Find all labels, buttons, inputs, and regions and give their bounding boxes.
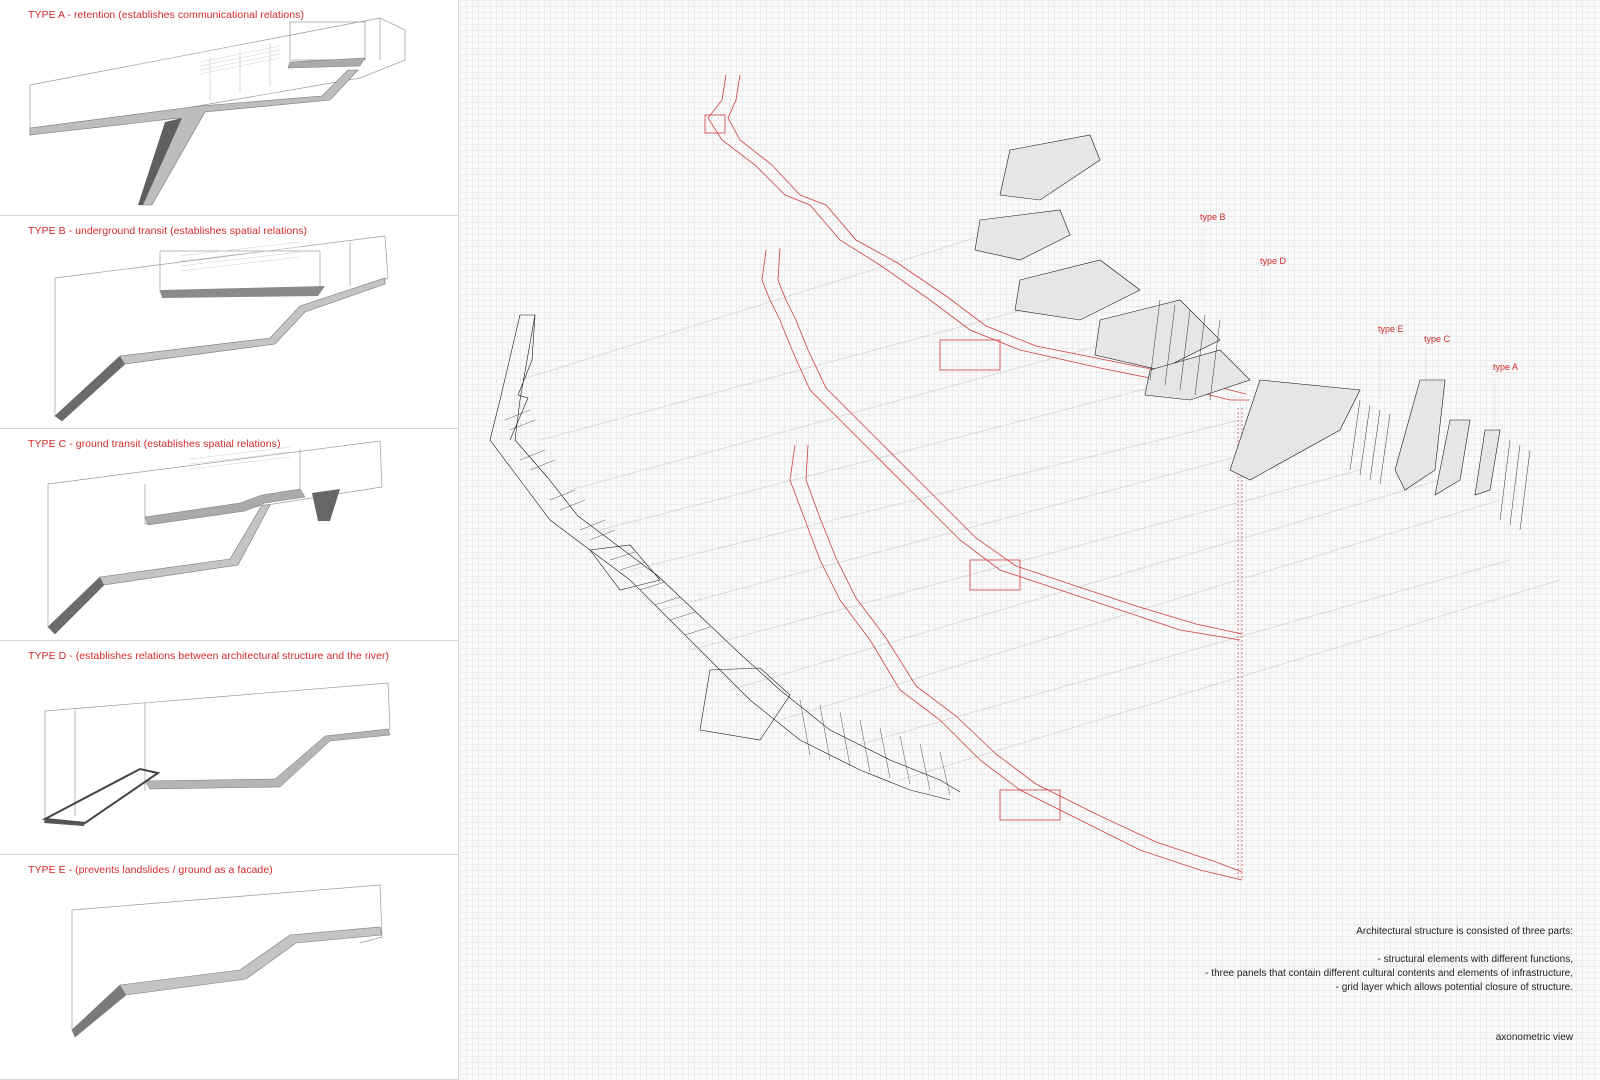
panel-type-c: TYPE C - ground transit (establishes spa… [0, 429, 459, 641]
type-a-label: type A [1493, 362, 1519, 372]
panel-type-e-title: TYPE E - (prevents landslides / ground a… [28, 864, 273, 876]
panel-type-e-drawing [71, 884, 383, 1038]
type-b-label: type B [1200, 212, 1226, 222]
structure-ribbon [489, 314, 961, 801]
description-block: Architectural structure is consisted of … [1053, 925, 1573, 995]
exploded-elements [974, 134, 1501, 496]
panel-type-b-drawing [54, 235, 389, 422]
type-d-label: type D [1260, 256, 1287, 266]
panel-type-a-title: TYPE A - retention (establishes communic… [28, 9, 305, 21]
panel-type-d-title: TYPE D - (establishes relations between … [28, 650, 390, 662]
type-e-label: type E [1378, 324, 1404, 334]
axonometric-drawing [489, 74, 1561, 881]
panel-type-c-drawing [47, 440, 383, 635]
ribbon-ribs [504, 409, 951, 796]
projection-lines [519, 229, 1561, 781]
type-c-label: type C [1424, 334, 1451, 344]
panel-type-e: TYPE E - (prevents landslides / ground a… [0, 855, 459, 1080]
type-leaders [1201, 228, 1496, 425]
plan-panels [704, 74, 1250, 881]
description-item-2: - three panels that contain different cu… [1205, 968, 1573, 979]
type-panels: TYPE A - retention (establishes communic… [0, 0, 460, 1080]
description-item-1: - structural elements with different fun… [1377, 954, 1573, 965]
panel-type-b-title: TYPE B - underground transit (establishe… [28, 225, 308, 237]
axonometric-area: type B type D type E type C type A Archi… [460, 0, 1600, 1080]
description-heading: Architectural structure is consisted of … [1356, 926, 1573, 937]
view-caption: axonometric view [1495, 1032, 1573, 1043]
panel-type-a-drawing [29, 17, 406, 206]
vertical-guide [1237, 408, 1243, 880]
panel-type-b: TYPE B - underground transit (establishe… [0, 216, 459, 429]
element-slats [1149, 299, 1531, 531]
panel-type-a: TYPE A - retention (establishes communic… [0, 0, 459, 216]
panel-type-d: TYPE D - (establishes relations between … [0, 641, 459, 855]
panel-type-d-drawing [41, 682, 391, 826]
description-item-3: - grid layer which allows potential clos… [1335, 982, 1573, 993]
panel-type-c-title: TYPE C - ground transit (establishes spa… [28, 438, 281, 450]
